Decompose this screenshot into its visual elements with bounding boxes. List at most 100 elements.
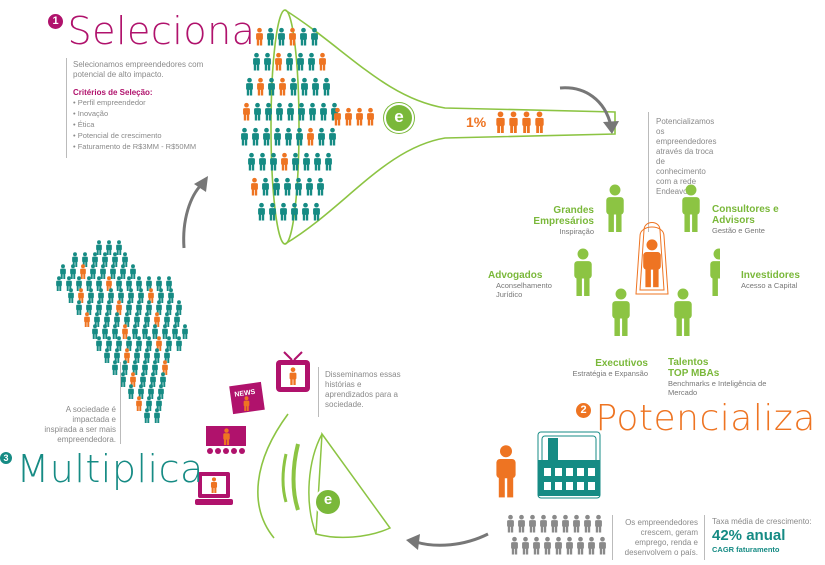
step1-criteria: Critérios de Seleção: • Perfil empreende…	[73, 88, 223, 152]
computer-icon	[195, 472, 233, 505]
person-icon	[285, 127, 292, 146]
step3-number-badge: 3	[0, 452, 12, 464]
criteria-item: • Faturamento de R$3MM - R$50MM	[73, 142, 197, 151]
selection-funnel	[241, 9, 616, 245]
person-icon	[275, 52, 282, 71]
person-icon	[130, 264, 136, 279]
person-icon	[248, 152, 255, 171]
person-icon	[144, 408, 150, 423]
person-icon	[308, 52, 315, 71]
person-icon	[257, 77, 264, 96]
person-icon	[533, 536, 540, 555]
person-icon	[281, 152, 288, 171]
person-icon	[90, 264, 96, 279]
person-icon	[162, 324, 168, 339]
person-icon	[102, 324, 108, 339]
person-icon	[68, 288, 74, 303]
person-icon	[182, 324, 188, 339]
network-people	[574, 184, 720, 336]
person-icon	[152, 324, 158, 339]
person-icon	[172, 324, 178, 339]
person-icon	[577, 536, 584, 555]
person-icon	[259, 152, 266, 171]
person-icon	[302, 202, 309, 221]
person-icon	[595, 514, 602, 533]
person-icon	[112, 324, 118, 339]
person-icon	[104, 348, 110, 363]
node-grandes-empresarios: Grandes Empresários Inspiração	[533, 205, 594, 236]
step1-heading: 1 Seleciona	[48, 12, 255, 50]
person-icon	[120, 372, 126, 387]
step1-number-badge: 1	[48, 14, 63, 29]
arrow-to-multiplica-icon	[406, 532, 489, 550]
person-icon	[584, 514, 591, 533]
person-icon	[562, 514, 569, 533]
person-icon	[356, 107, 363, 126]
person-icon	[258, 202, 265, 221]
endeavor-logo-icon: e	[384, 103, 414, 133]
person-icon	[522, 536, 529, 555]
cinema-icon	[206, 426, 246, 454]
person-icon	[122, 324, 128, 339]
person-icon	[319, 52, 326, 71]
step3-heading: 3 Multiplica	[0, 450, 204, 488]
person-icon	[511, 536, 518, 555]
person-icon	[267, 27, 274, 46]
node-advogados: Advogados Aconselhamento Jurídico	[488, 270, 552, 299]
person-icon	[301, 77, 308, 96]
person-icon	[280, 202, 287, 221]
person-icon	[309, 102, 316, 121]
company-growth-graphic	[496, 431, 606, 555]
society-description: A sociedade é impactada e inspirada a se…	[44, 405, 116, 444]
person-icon	[264, 52, 271, 71]
step3-title: Multiplica	[16, 447, 204, 491]
person-icon	[142, 324, 148, 339]
criteria-title: Critérios de Seleção:	[73, 88, 153, 97]
node-investidores: Investidores Acesso a Capital	[741, 270, 800, 290]
person-icon	[289, 27, 296, 46]
person-icon	[120, 264, 126, 279]
person-icon	[323, 77, 330, 96]
person-icon	[106, 240, 112, 255]
person-icon	[311, 27, 318, 46]
step1-divider	[66, 58, 67, 158]
person-icon	[300, 27, 307, 46]
person-icon	[317, 177, 324, 196]
person-icon	[136, 396, 142, 411]
person-icon	[313, 202, 320, 221]
news-label: NEWS	[234, 389, 256, 399]
society-crowd	[56, 240, 188, 423]
person-icon	[599, 536, 606, 555]
person-icon	[367, 107, 374, 126]
step2-description: Potencializamos os empreendedores atravé…	[656, 117, 717, 196]
person-icon	[253, 52, 260, 71]
media-broadcast-graphic	[257, 413, 392, 539]
person-icon	[320, 102, 327, 121]
person-icon	[345, 107, 352, 126]
person-icon	[273, 177, 280, 196]
person-icon	[279, 77, 286, 96]
person-icon	[278, 27, 285, 46]
person-icon	[318, 127, 325, 146]
person-icon	[287, 102, 294, 121]
growth-divider	[612, 515, 613, 560]
person-icon	[262, 177, 269, 196]
person-icon	[154, 408, 160, 423]
person-icon	[286, 52, 293, 71]
criteria-item: • Inovação	[73, 109, 109, 118]
person-icon	[307, 127, 314, 146]
growth-divider-2	[704, 515, 705, 560]
person-icon	[295, 177, 302, 196]
selected-entrepreneurs	[496, 111, 544, 133]
person-icon	[544, 536, 551, 555]
person-icon	[256, 27, 263, 46]
endeavor-logo-small-icon: e	[323, 491, 333, 508]
person-icon	[573, 514, 580, 533]
person-icon	[551, 514, 558, 533]
step3-description: Disseminamos essas histórias e aprendiza…	[325, 370, 401, 409]
person-icon	[251, 177, 258, 196]
person-icon	[84, 312, 90, 327]
growth-description: Os empreendedores crescem, geram emprego…	[624, 518, 698, 557]
step2-heading: 2 Potencializa	[576, 401, 816, 437]
person-icon	[92, 324, 98, 339]
